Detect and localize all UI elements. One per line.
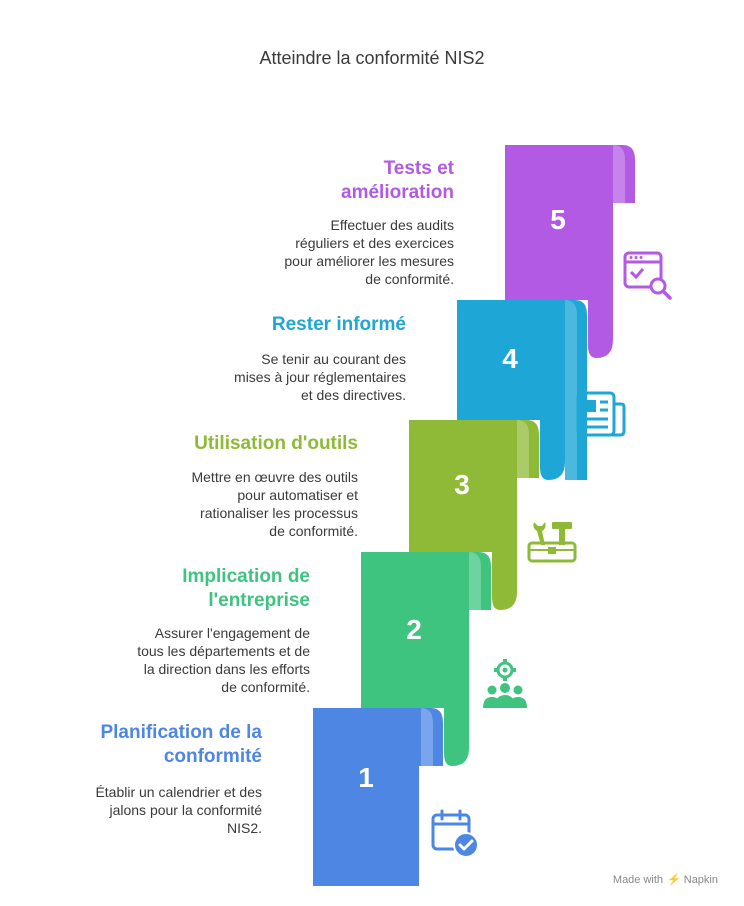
- ribbon-step-2: [361, 552, 491, 766]
- newspaper-icon: [576, 391, 626, 437]
- step-number-4: 4: [502, 343, 518, 374]
- ribbon-step-1: [313, 708, 443, 886]
- browser-check-search-icon: [623, 251, 672, 300]
- step-number-1: 1: [358, 762, 374, 793]
- page-title: Atteindre la conformité NIS2: [259, 48, 485, 68]
- step-number-5: 5: [550, 204, 566, 235]
- toolbox-icon: [527, 522, 577, 563]
- napkin-logo-icon: ⚡: [667, 874, 681, 886]
- ribbon-step-3: [409, 420, 539, 610]
- napkin-brand-label: Napkin: [683, 874, 718, 886]
- step-number-3: 3: [454, 469, 470, 500]
- calendar-check-icon: [431, 809, 479, 858]
- team-gear-icon: [483, 659, 527, 708]
- step-title-4: Rester informé: [271, 314, 406, 335]
- ribbon-step-5: [505, 145, 635, 358]
- step-title-3: Utilisation d'outils: [194, 433, 358, 454]
- step-number-2: 2: [406, 614, 422, 645]
- made-with-napkin-footer: Made with⚡Napkin: [613, 873, 718, 886]
- made-with-label: Made with: [612, 874, 664, 886]
